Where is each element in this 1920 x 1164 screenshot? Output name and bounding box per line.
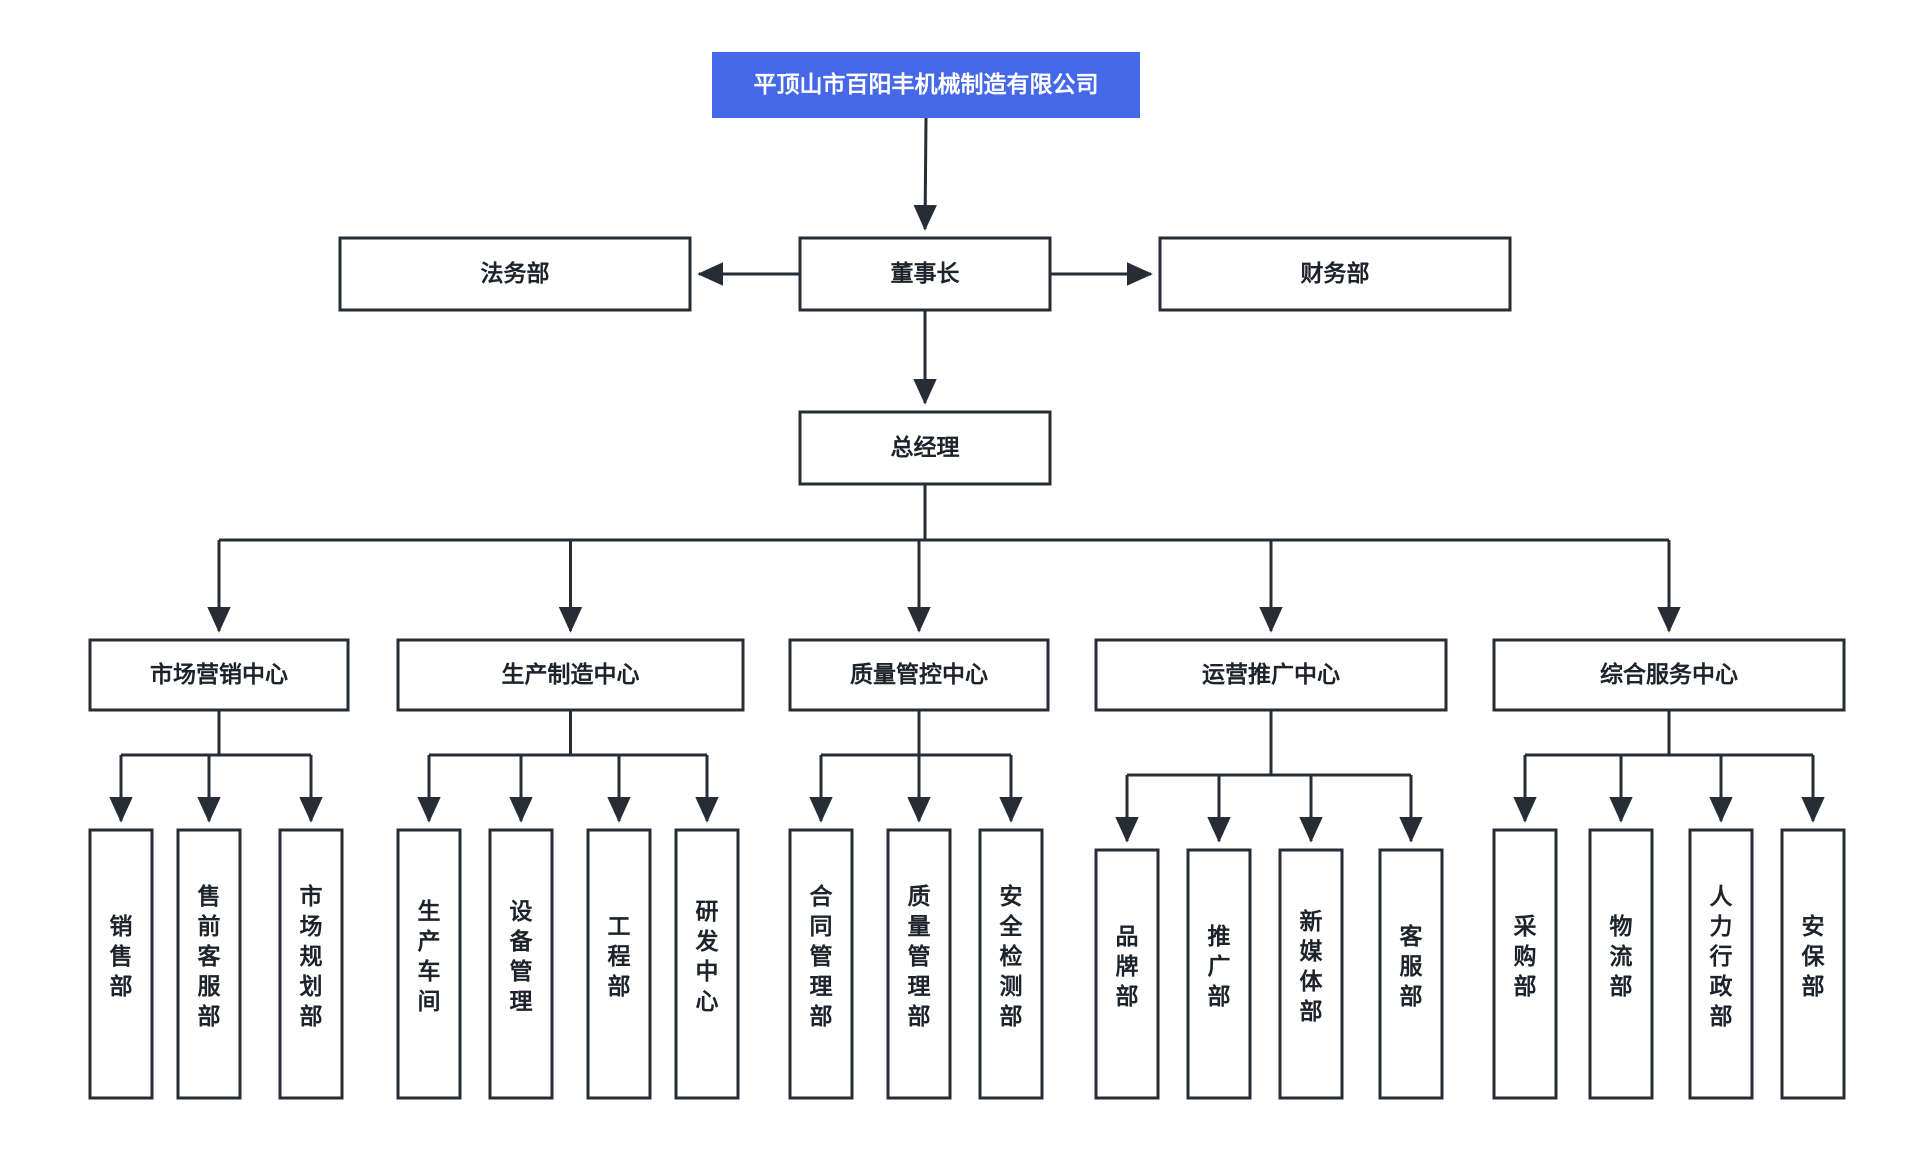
node-dept-售前客服部-label: 售前客服部 xyxy=(198,883,222,1029)
node-dept-人力行政部[interactable]: 人力行政部 xyxy=(1688,828,1754,1100)
node-dept-安全检测部[interactable]: 安全检测部 xyxy=(978,828,1044,1100)
node-center-operations-rect[interactable] xyxy=(1094,638,1448,712)
node-dept-工程部[interactable]: 工程部 xyxy=(586,828,652,1100)
node-dept-客服部-rect[interactable] xyxy=(1378,848,1444,1100)
node-dept-质量管理部-rect[interactable] xyxy=(886,828,952,1100)
node-dept-安保部-label: 安保部 xyxy=(1801,913,1826,999)
node-dept-安全检测部-label: 安全检测部 xyxy=(999,883,1024,1029)
node-dept-生产车间-label: 生产车间 xyxy=(418,898,441,1014)
node-dept-品牌部-rect[interactable] xyxy=(1094,848,1160,1100)
node-dept-合同管理部[interactable]: 合同管理部 xyxy=(788,828,854,1100)
node-finance-dept-label: 财务部 xyxy=(1301,260,1370,286)
node-dept-生产车间-rect[interactable] xyxy=(396,828,462,1100)
node-center-production-rect[interactable] xyxy=(396,638,745,712)
node-dept-合同管理部-rect[interactable] xyxy=(788,828,854,1100)
node-dept-安保部-rect[interactable] xyxy=(1780,828,1846,1100)
node-chairman-label: 董事长 xyxy=(891,260,961,286)
node-dept-品牌部-label: 品牌部 xyxy=(1116,923,1139,1009)
node-dept-推广部-label: 推广部 xyxy=(1208,923,1231,1009)
node-center-production[interactable]: 生产制造中心 xyxy=(396,638,745,712)
node-center-services-rect[interactable] xyxy=(1492,638,1846,712)
node-center-quality[interactable]: 质量管控中心 xyxy=(788,638,1050,712)
node-dept-客服部[interactable]: 客服部 xyxy=(1378,848,1444,1100)
node-dept-推广部[interactable]: 推广部 xyxy=(1186,848,1252,1100)
node-legal-dept-label: 法务部 xyxy=(481,260,550,286)
node-dept-售前客服部[interactable]: 售前客服部 xyxy=(176,828,242,1100)
node-center-production-label: 生产制造中心 xyxy=(502,661,640,687)
node-company-root-label: 平顶山市百阳丰机械制造有限公司 xyxy=(754,71,1099,97)
node-dept-设备管理-label: 设备管理 xyxy=(509,898,534,1014)
node-center-services-label: 综合服务中心 xyxy=(1600,661,1738,687)
node-dept-销售部[interactable]: 销售部 xyxy=(88,828,154,1100)
node-dept-售前客服部-rect[interactable] xyxy=(176,828,242,1100)
node-general-manager[interactable]: 总经理 xyxy=(798,410,1052,486)
node-dept-市场规划部-rect[interactable] xyxy=(278,828,344,1100)
node-center-services[interactable]: 综合服务中心 xyxy=(1492,638,1846,712)
node-dept-生产车间[interactable]: 生产车间 xyxy=(396,828,462,1100)
node-dept-质量管理部-label: 质量管理部 xyxy=(908,883,931,1029)
node-dept-销售部-rect[interactable] xyxy=(88,828,154,1100)
node-dept-工程部-rect[interactable] xyxy=(586,828,652,1100)
node-general-manager-label: 总经理 xyxy=(891,434,960,460)
node-dept-质量管理部[interactable]: 质量管理部 xyxy=(886,828,952,1100)
node-company-root[interactable]: 平顶山市百阳丰机械制造有限公司 xyxy=(712,52,1140,118)
node-center-operations[interactable]: 运营推广中心 xyxy=(1094,638,1448,712)
node-dept-安全检测部-rect[interactable] xyxy=(978,828,1044,1100)
node-dept-工程部-label: 工程部 xyxy=(608,913,631,999)
node-dept-客服部-label: 客服部 xyxy=(1400,923,1424,1009)
node-dept-安保部[interactable]: 安保部 xyxy=(1780,828,1846,1100)
node-center-quality-label: 质量管控中心 xyxy=(850,661,988,687)
node-dept-人力行政部-label: 人力行政部 xyxy=(1709,883,1734,1029)
node-chairman[interactable]: 董事长 xyxy=(798,236,1052,312)
node-company-root-rect[interactable] xyxy=(712,52,1140,118)
node-dept-新媒体部-label: 新媒体部 xyxy=(1300,908,1324,1024)
node-dept-物流部-label: 物流部 xyxy=(1610,913,1633,999)
node-center-marketing-rect[interactable] xyxy=(88,638,350,712)
node-legal-dept[interactable]: 法务部 xyxy=(338,236,692,312)
node-center-marketing[interactable]: 市场营销中心 xyxy=(88,638,350,712)
connector-layer xyxy=(109,117,1825,843)
node-chairman-rect[interactable] xyxy=(798,236,1052,312)
node-center-marketing-label: 市场营销中心 xyxy=(150,661,288,687)
node-dept-市场规划部-label: 市场规划部 xyxy=(300,883,323,1029)
node-finance-dept-rect[interactable] xyxy=(1158,236,1512,312)
node-finance-dept[interactable]: 财务部 xyxy=(1158,236,1512,312)
node-dept-推广部-rect[interactable] xyxy=(1186,848,1252,1100)
node-dept-设备管理[interactable]: 设备管理 xyxy=(488,828,554,1100)
node-center-quality-rect[interactable] xyxy=(788,638,1050,712)
node-general-manager-rect[interactable] xyxy=(798,410,1052,486)
node-dept-物流部-rect[interactable] xyxy=(1588,828,1654,1100)
node-dept-采购部[interactable]: 采购部 xyxy=(1492,828,1558,1100)
node-dept-品牌部[interactable]: 品牌部 xyxy=(1094,848,1160,1100)
node-dept-新媒体部-rect[interactable] xyxy=(1278,848,1344,1100)
node-center-operations-label: 运营推广中心 xyxy=(1202,661,1340,687)
node-dept-研发中心-label: 研发中心 xyxy=(695,898,719,1014)
node-dept-销售部-label: 销售部 xyxy=(110,913,133,999)
node-dept-新媒体部[interactable]: 新媒体部 xyxy=(1278,848,1344,1100)
node-dept-设备管理-rect[interactable] xyxy=(488,828,554,1100)
node-dept-研发中心[interactable]: 研发中心 xyxy=(674,828,740,1100)
node-dept-市场规划部[interactable]: 市场规划部 xyxy=(278,828,344,1100)
node-legal-dept-rect[interactable] xyxy=(338,236,692,312)
node-dept-采购部-rect[interactable] xyxy=(1492,828,1558,1100)
node-dept-研发中心-rect[interactable] xyxy=(674,828,740,1100)
node-dept-物流部[interactable]: 物流部 xyxy=(1588,828,1654,1100)
node-dept-人力行政部-rect[interactable] xyxy=(1688,828,1754,1100)
connector-root-to-chairman xyxy=(913,117,937,231)
node-dept-合同管理部-label: 合同管理部 xyxy=(810,883,834,1029)
node-dept-采购部-label: 采购部 xyxy=(1514,913,1537,999)
